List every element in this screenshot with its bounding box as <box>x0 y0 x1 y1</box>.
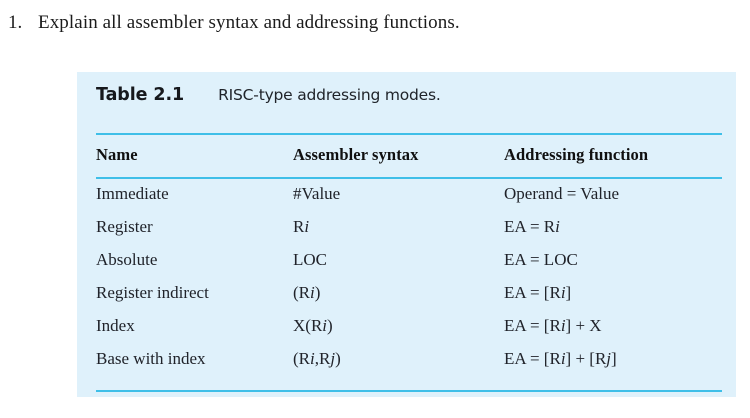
cell-assembler-syntax: (Ri) <box>293 276 504 309</box>
cell-mode-name: Immediate <box>96 184 169 203</box>
function-register-index: i <box>560 316 566 335</box>
function-suffix: ] <box>565 283 572 302</box>
table-row: Immediate #Value Operand = Value <box>96 177 722 210</box>
cell-addressing-function: EA = [Ri] + X <box>504 309 722 342</box>
cell-assembler-syntax: Ri <box>293 210 504 243</box>
column-header-name: Name <box>96 145 138 164</box>
syntax-suffix: ) <box>327 316 333 335</box>
table-row: Absolute LOC EA = LOC <box>96 243 722 276</box>
table-rule-top <box>96 133 722 135</box>
function-text: EA = [R <box>504 283 561 302</box>
function-register-index: i <box>560 349 566 368</box>
function-suffix: ] + X <box>565 316 602 335</box>
syntax-text: (R <box>293 349 310 368</box>
syntax-text: (R <box>293 283 310 302</box>
table-header-row: Name Assembler syntax Addressing functio… <box>96 133 722 177</box>
cell-assembler-syntax: #Value <box>293 177 504 210</box>
syntax-register-index: i <box>304 217 310 236</box>
function-text: EA = [R <box>504 316 561 335</box>
function-register-index: i <box>555 217 560 236</box>
syntax-text: X(R <box>293 316 323 335</box>
cell-mode-name: Register indirect <box>96 283 209 302</box>
syntax-suffix: ) <box>335 349 341 368</box>
syntax-register-index: i <box>310 283 315 302</box>
syntax-register-index: i <box>322 316 328 335</box>
table-row: Register indirect (Ri) EA = [Ri] <box>96 276 722 309</box>
column-header-syntax: Assembler syntax <box>293 145 419 164</box>
question-line: 1. Explain all assembler syntax and addr… <box>8 10 728 36</box>
syntax-text: #Value <box>293 184 341 203</box>
syntax-suffix: ) <box>314 283 321 302</box>
cell-mode-name: Base with index <box>96 349 206 368</box>
cell-assembler-syntax: X(Ri) <box>293 309 504 342</box>
function-suffix: ] <box>611 349 617 368</box>
table-caption-label: Table 2.1 <box>96 85 185 105</box>
cell-assembler-syntax: LOC <box>293 243 504 276</box>
cell-addressing-function: EA = [Ri] + [Rj] <box>504 342 722 375</box>
column-header-function: Addressing function <box>504 145 649 164</box>
cell-addressing-function: Operand = Value <box>504 177 722 210</box>
question-text: Explain all assembler syntax and address… <box>38 12 460 33</box>
syntax-separator: ,R <box>314 349 331 368</box>
cell-addressing-function: EA = [Ri] <box>504 276 722 309</box>
function-register-index-2: j <box>606 349 612 368</box>
syntax-text: LOC <box>293 250 327 269</box>
cell-mode-name: Absolute <box>96 250 158 269</box>
cell-addressing-function: EA = Ri <box>504 210 722 243</box>
question-number: 1. <box>8 12 23 33</box>
table-panel: Table 2.1 RISC-type addressing modes. Na… <box>77 72 736 397</box>
function-text: EA = R <box>504 217 556 236</box>
table-rule-bottom <box>96 390 722 392</box>
function-text: EA = LOC <box>504 250 578 269</box>
table-caption-text: RISC-type addressing modes. <box>218 86 441 104</box>
cell-addressing-function: EA = LOC <box>504 243 722 276</box>
addressing-modes-table: Name Assembler syntax Addressing functio… <box>96 133 722 375</box>
syntax-text: R <box>293 217 305 236</box>
function-register-index: i <box>560 283 566 302</box>
cell-mode-name: Index <box>96 316 135 335</box>
cell-mode-name: Register <box>96 217 153 236</box>
syntax-register-index-2: j <box>330 349 336 368</box>
function-text: EA = [R <box>504 349 561 368</box>
table-row: Register Ri EA = Ri <box>96 210 722 243</box>
cell-assembler-syntax: (Ri,Rj) <box>293 342 504 375</box>
function-text: Operand = Value <box>504 184 620 203</box>
syntax-register-index: i <box>310 349 315 368</box>
table-row: Base with index (Ri,Rj) EA = [Ri] + [Rj] <box>96 342 722 375</box>
function-separator: ] + [R <box>565 349 607 368</box>
table-caption: Table 2.1 RISC-type addressing modes. <box>96 85 726 111</box>
table-rule-header <box>96 177 722 179</box>
table-row: Index X(Ri) EA = [Ri] + X <box>96 309 722 342</box>
